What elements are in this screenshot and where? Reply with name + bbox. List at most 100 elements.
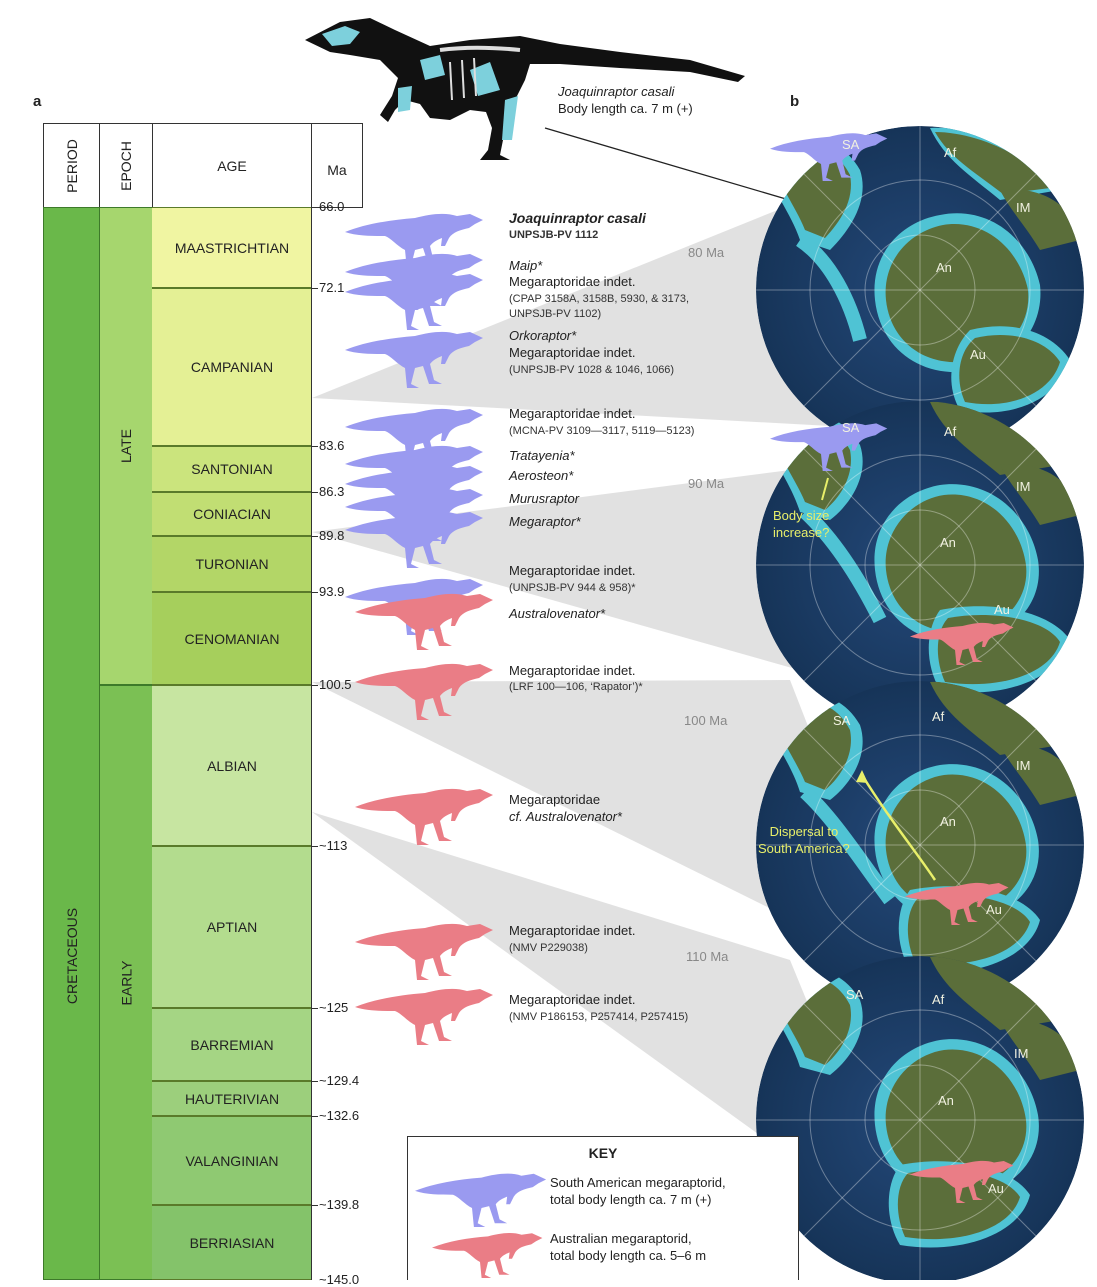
specimen-orkoraptor-name: Orkoraptor*: [509, 328, 577, 343]
skeleton-body-length: Body length ca. 7 m (+): [558, 101, 693, 116]
g1-au: Au: [970, 347, 986, 362]
dino-nmv186: [355, 988, 493, 1045]
specimen-nmv229-desc: Megaraptoridae indet.: [509, 923, 636, 938]
g4-im: IM: [1014, 1046, 1029, 1061]
g3-af: Af: [932, 709, 945, 724]
age-maastrichtian: MAASTRICHTIAN: [152, 207, 312, 288]
wedge-100ma: [312, 680, 905, 975]
ma-86: 86.3: [319, 484, 345, 499]
g1-af: Af: [944, 145, 957, 160]
ma-93: 93.9: [319, 584, 345, 599]
g2-sa: SA: [842, 420, 860, 435]
specimen-maip-ids-2: UNPSJB-PV 1102): [509, 308, 602, 320]
age-hauterivian: HAUTERIVIAN: [152, 1081, 312, 1116]
specimen-tratayenia: Tratayenia*: [509, 448, 575, 463]
time-label-100: 100 Ma: [684, 713, 728, 728]
ma-100: 100.5: [319, 677, 352, 692]
key-box: KEY South American megaraptorid, total b…: [407, 1136, 799, 1280]
ma-129: ~129.4: [319, 1073, 360, 1088]
tick-72: [312, 288, 318, 289]
specimen-aerosteon: Aerosteon*: [509, 468, 574, 483]
time-label-80: 80 Ma: [688, 245, 725, 260]
age-cenomanian: CENOMANIAN: [152, 592, 312, 685]
epoch-late: LATE: [99, 207, 153, 685]
specimen-mcna-desc: Megaraptoridae indet.: [509, 406, 636, 421]
age-coniacian: CONIACIAN: [152, 492, 312, 536]
age-albian: ALBIAN: [152, 685, 312, 846]
specimen-orkoraptor-ids: (UNPSJB-PV 1028 & 1046, 1066): [509, 364, 675, 376]
tick-66: [312, 207, 320, 208]
key-au-line-1: Australian megaraptorid,: [550, 1231, 692, 1246]
g2-im: IM: [1016, 479, 1031, 494]
key-sa-line-2: total body length ca. 7 m (+): [550, 1192, 712, 1207]
tick-139: [312, 1205, 318, 1206]
g1-an: An: [936, 260, 952, 275]
epoch-early: EARLY: [99, 685, 153, 1280]
g1-im: IM: [1016, 200, 1031, 215]
wedge-80ma: [312, 205, 905, 430]
period-cretaceous: CRETACEOUS: [43, 207, 100, 1280]
time-label-110: 110 Ma: [686, 949, 729, 964]
ma-axis-line: [311, 207, 312, 1280]
g4-sa: SA: [846, 987, 864, 1002]
tick-86: [312, 492, 318, 493]
ma-132: ~132.6: [319, 1108, 360, 1123]
panel-label-a: a: [33, 93, 42, 110]
g4-an: An: [938, 1093, 954, 1108]
ma-125: ~125: [319, 1000, 349, 1015]
ma-113: ~113: [319, 838, 348, 853]
specimen-nmv186-ids: (NMV P186153, P257414, P257415): [509, 1011, 689, 1023]
age-berriasian: BERRIASIAN: [152, 1205, 312, 1280]
specimen-orkoraptor-desc: Megaraptoridae indet.: [509, 345, 636, 360]
specimen-joaquinraptor-id: UNPSJB-PV 1112: [509, 229, 599, 241]
g3-an: An: [940, 814, 956, 829]
g3-au: Au: [986, 902, 1002, 917]
globe-90ma: [756, 401, 1084, 729]
g1-sa: SA: [842, 137, 860, 152]
specimen-maip-name: Maip*: [509, 258, 543, 273]
dino-nmv229: [355, 923, 493, 980]
g2-au: Au: [994, 602, 1010, 617]
tick-129: [312, 1081, 318, 1082]
ma-66: 66.0: [319, 199, 345, 214]
specimen-cf-desc: Megaraptoridae: [509, 792, 601, 807]
time-label-90: 90 Ma: [688, 476, 725, 491]
dino-maip-2: [345, 273, 483, 330]
g2-an: An: [940, 535, 956, 550]
key-au-line-2: total body length ca. 5–6 m: [550, 1248, 707, 1263]
specimen-unpsjb944-desc: Megaraptoridae indet.: [509, 563, 636, 578]
specimen-maip-ids-1: (CPAP 3158A, 3158B, 5930, & 3173,: [509, 293, 690, 305]
globe-100ma: [756, 681, 1084, 1009]
tick-125: [312, 1008, 318, 1009]
skeleton-illustration: [305, 18, 745, 160]
g4-af: Af: [932, 992, 945, 1007]
specimen-maip-desc: Megaraptoridae indet.: [509, 274, 636, 289]
age-valanginian: VALANGINIAN: [152, 1116, 312, 1205]
tick-100: [312, 685, 318, 686]
specimen-unpsjb944-ids: (UNPSJB-PV 944 & 958)*: [509, 582, 636, 594]
header-age: AGE: [152, 123, 312, 208]
specimen-australovenator: Australovenator*: [509, 606, 606, 621]
g4-au: Au: [988, 1181, 1004, 1196]
specimen-megaraptor: Megaraptor*: [509, 514, 581, 529]
key-title: KEY: [588, 1145, 618, 1161]
age-santonian: SANTONIAN: [152, 446, 312, 492]
tick-113: [312, 846, 318, 847]
dino-australovenator: [355, 593, 493, 650]
tick-93: [312, 592, 318, 593]
age-aptian: APTIAN: [152, 846, 312, 1008]
ma-83: 83.6: [319, 438, 345, 453]
tick-83: [312, 446, 318, 447]
age-barremian: BARREMIAN: [152, 1008, 312, 1081]
ma-89: 89.8: [319, 528, 345, 543]
specimen-nmv229-ids: (NMV P229038): [509, 942, 588, 954]
age-campanian: CAMPANIAN: [152, 288, 312, 446]
pointer-line: [544, 127, 831, 213]
specimen-nmv186-desc: Megaraptoridae indet.: [509, 992, 636, 1007]
ma-72: 72.1: [319, 280, 345, 295]
skeleton-name: Joaquinraptor casali: [558, 84, 675, 99]
g3-im: IM: [1016, 758, 1031, 773]
specimen-joaquinraptor-name: Joaquinraptor casali: [509, 210, 646, 226]
key-sa-line-1: South American megaraptorid,: [550, 1175, 726, 1190]
